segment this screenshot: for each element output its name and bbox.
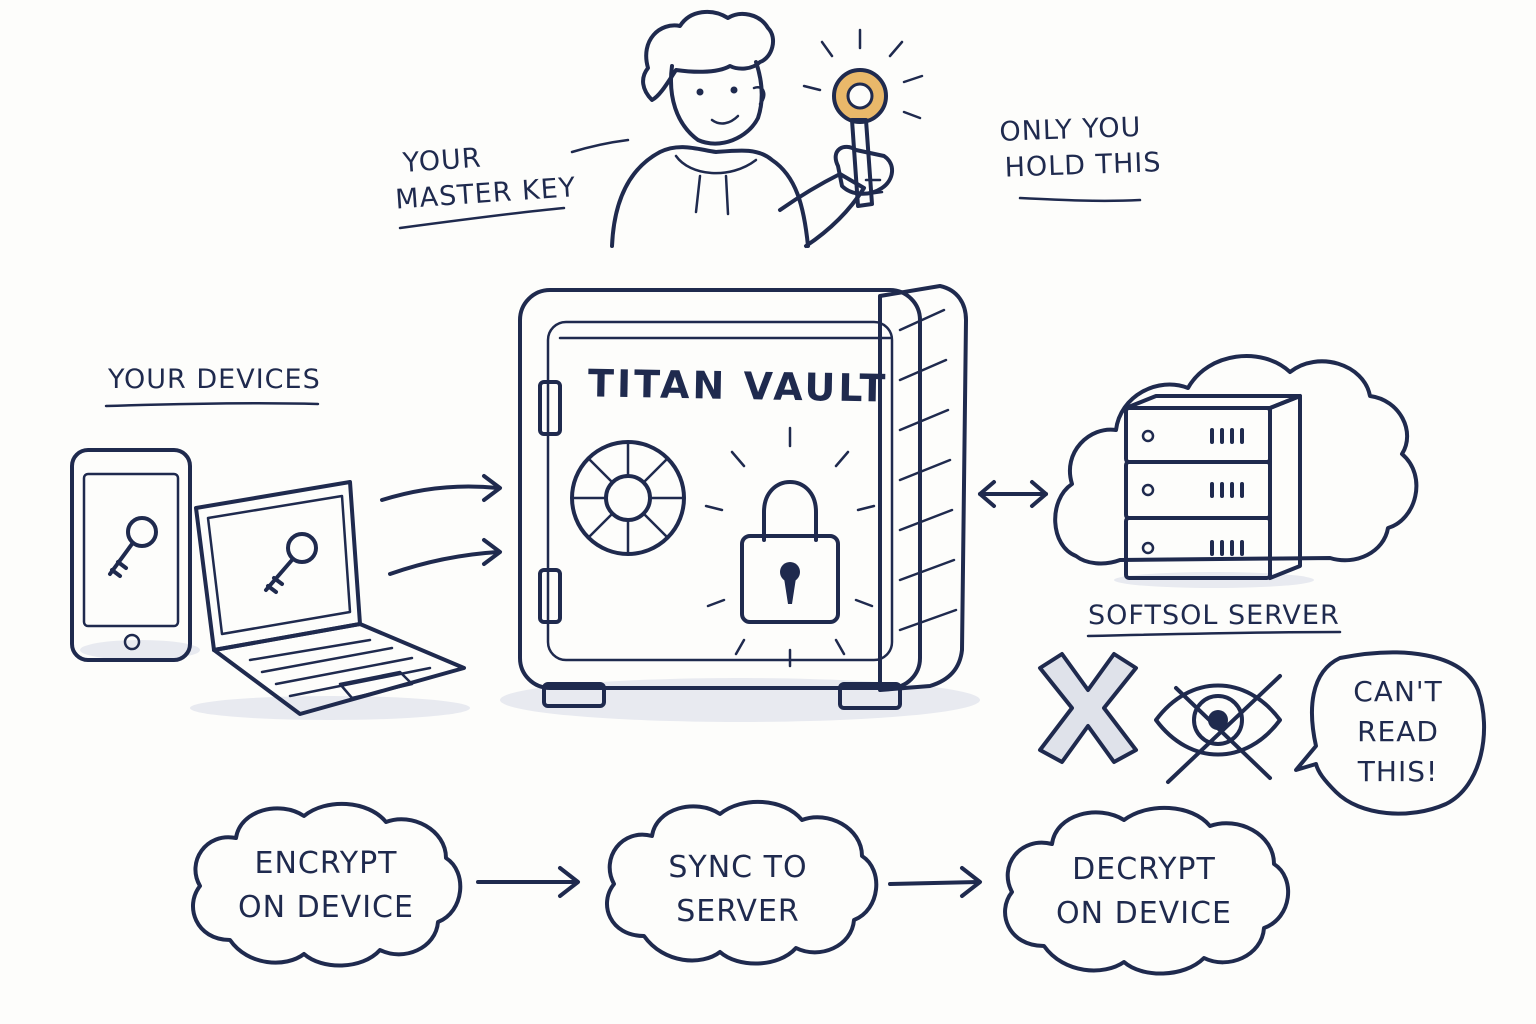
server-label-underline — [1086, 630, 1342, 638]
only-you-label-line1: ONLY YOU — [998, 111, 1142, 148]
your-devices-underline — [104, 401, 320, 408]
step-decrypt-line2: ON DEVICE — [1056, 896, 1232, 931]
step-sync-line2: SERVER — [676, 894, 800, 929]
speech-bubble — [1294, 650, 1486, 816]
step-decrypt-label: DECRYPT ON DEVICE — [1044, 848, 1244, 936]
step-cloud-sync — [605, 799, 879, 966]
only-you-underline — [1018, 196, 1142, 203]
step-encrypt-label: ENCRYPT ON DEVICE — [226, 842, 426, 930]
only-you-label: ONLY YOU HOLD THIS — [999, 109, 1162, 187]
only-you-label-line2: HOLD THIS — [1004, 147, 1162, 184]
step-encrypt-line2: ON DEVICE — [238, 890, 414, 925]
vault-safe — [500, 284, 980, 722]
step-cloud-decrypt — [1003, 805, 1291, 976]
speech-bubble-line3: THIS! — [1357, 755, 1439, 788]
padlock-glow-rays — [704, 426, 876, 668]
master-key-label: YOUR MASTER KEY — [394, 134, 578, 218]
speech-bubble-line1: CAN'T — [1353, 675, 1443, 708]
step-sync-line1: SYNC TO — [668, 850, 808, 885]
speech-bubble-line2: READ — [1357, 715, 1439, 748]
step-cloud-encrypt — [191, 802, 463, 968]
your-devices-label: YOUR DEVICES — [108, 364, 321, 395]
device-to-vault-arrows — [380, 474, 502, 576]
speech-bubble-text: CAN'T READ THIS! — [1340, 672, 1456, 792]
phone-icon — [70, 448, 200, 662]
step-sync-label: SYNC TO SERVER — [638, 846, 838, 934]
laptop-icon — [190, 480, 470, 720]
server-stack-icon — [1114, 394, 1314, 588]
crossed-eye-icon — [1154, 674, 1282, 784]
step-encrypt-line1: ENCRYPT — [254, 846, 398, 881]
master-key-pointer — [570, 138, 630, 154]
master-key-icon — [832, 68, 888, 208]
vault-dial-icon — [570, 440, 686, 556]
flow-arrows — [476, 866, 982, 898]
vault-title: TITAN VAULT — [587, 361, 889, 411]
server-cloud — [1053, 354, 1419, 566]
x-mark-icon — [1038, 652, 1138, 764]
key-shine-rays — [802, 28, 924, 120]
server-label: SOFTSOL SERVER — [1088, 600, 1340, 631]
padlock-icon — [740, 480, 840, 624]
step-decrypt-line1: DECRYPT — [1072, 852, 1216, 887]
vault-server-sync-arrow — [978, 480, 1048, 508]
person-figure — [610, 9, 894, 248]
master-key-underline — [398, 206, 566, 230]
